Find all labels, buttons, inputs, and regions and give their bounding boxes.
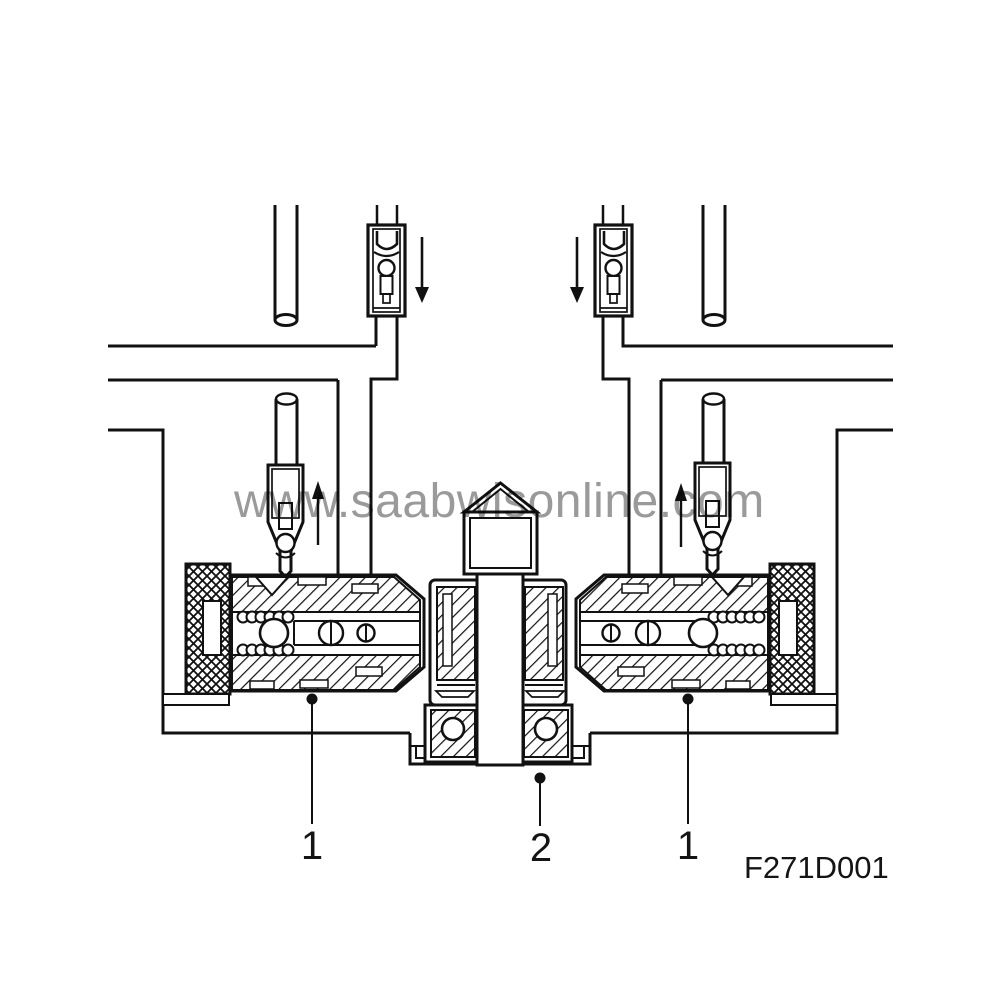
- up-arrow-right-icon: [675, 483, 687, 547]
- center-shaft: [475, 571, 525, 767]
- leader-center: [534, 772, 546, 826]
- supply-pipe-left: [273, 205, 299, 327]
- down-arrow-left-icon: [415, 237, 429, 303]
- end-cap-right: [768, 562, 838, 706]
- leader-left: [306, 693, 318, 824]
- ball-left: [258, 617, 290, 649]
- end-cap-left: [162, 562, 232, 706]
- shaft-cap: [459, 481, 542, 576]
- part-label-1-left: 1: [300, 824, 324, 868]
- bearing-ball-right: [533, 716, 559, 742]
- supply-pipe-right: [701, 205, 727, 327]
- watermark: www.saabwisonline.com: [234, 475, 765, 528]
- check-valve-top-right: [593, 205, 634, 318]
- up-arrow-left-icon: [312, 481, 324, 545]
- spring-right: [707, 610, 766, 657]
- check-valve-top-left: [366, 205, 407, 318]
- bearing-ball-left: [440, 716, 466, 742]
- spring-left: [236, 610, 295, 657]
- valve-body-right: [574, 573, 772, 693]
- valve-body-left: [228, 573, 426, 693]
- part-label-2: 2: [529, 826, 553, 870]
- part-label-1-right: 1: [676, 824, 700, 868]
- leader-right: [682, 693, 694, 824]
- ball-right: [687, 617, 719, 649]
- down-arrow-right-icon: [570, 237, 584, 303]
- frame-lines: [108, 315, 893, 735]
- figure-code: F271D001: [744, 850, 889, 885]
- check-valve-mid-right: [693, 392, 732, 578]
